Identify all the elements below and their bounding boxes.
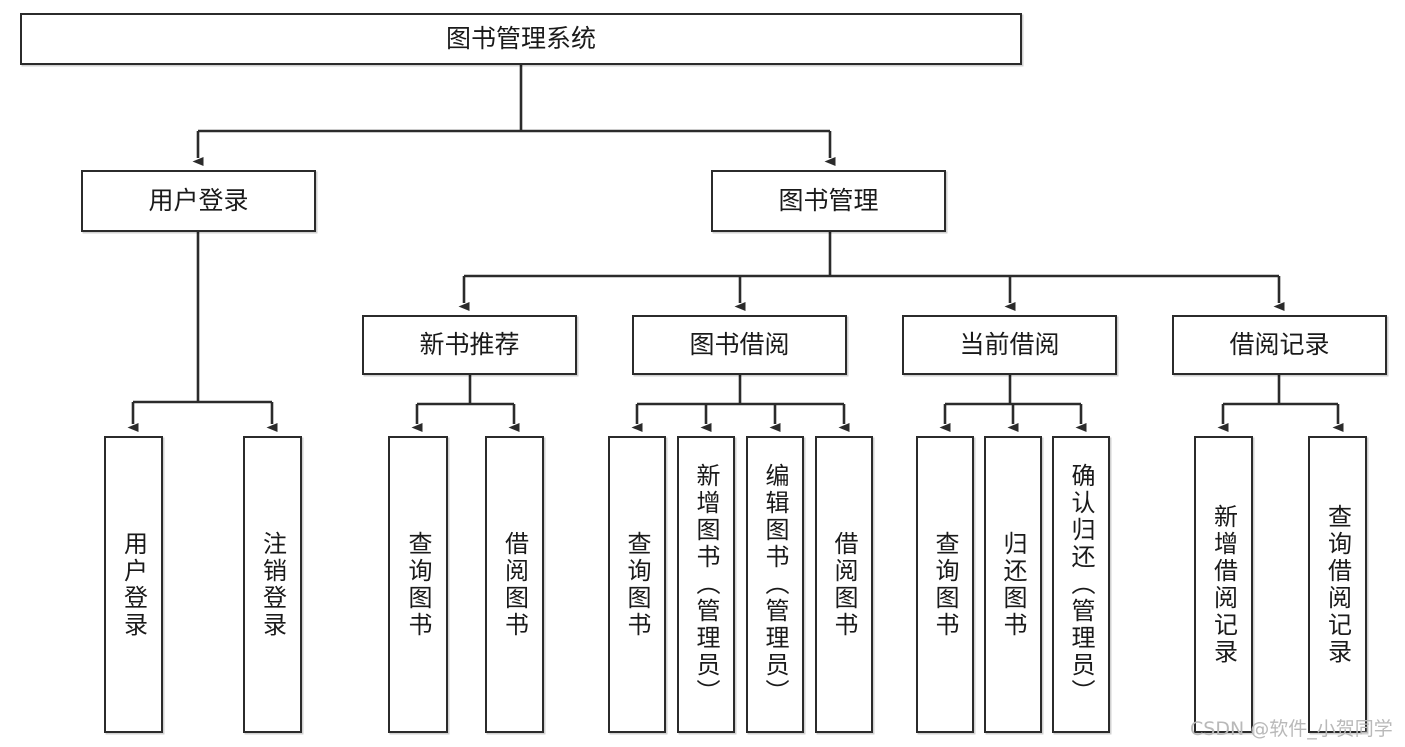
leaf-confirm-return-admin[interactable]: 确认归还（管理员） xyxy=(1052,436,1110,733)
leaf-query-borrow-record[interactable]: 查询借阅记录 xyxy=(1308,436,1367,733)
leaf-user-login[interactable]: 用户登录 xyxy=(104,436,163,733)
leaf-logout[interactable]: 注销登录 xyxy=(243,436,302,733)
node-book-borrow[interactable]: 图书借阅 xyxy=(632,315,847,375)
leaf-query-books-current[interactable]: 查询图书 xyxy=(916,436,974,733)
leaf-logout-label: 注销登录 xyxy=(258,530,287,639)
node-current-borrow[interactable]: 当前借阅 xyxy=(902,315,1117,375)
leaf-user-login-label: 用户登录 xyxy=(119,530,148,639)
node-book-management[interactable]: 图书管理 xyxy=(711,170,946,232)
leaf-add-borrow-record-label: 新增借阅记录 xyxy=(1209,503,1238,666)
leaf-query-books-borrow[interactable]: 查询图书 xyxy=(608,436,666,733)
node-borrow-records[interactable]: 借阅记录 xyxy=(1172,315,1387,375)
node-user-login[interactable]: 用户登录 xyxy=(81,170,316,232)
leaf-borrow-books-recommend[interactable]: 借阅图书 xyxy=(485,436,544,733)
leaf-edit-book-admin-label: 编辑图书（管理员） xyxy=(761,463,789,706)
node-new-book-recommend[interactable]: 新书推荐 xyxy=(362,315,577,375)
leaf-query-books-recommend-label: 查询图书 xyxy=(404,530,432,639)
leaf-query-books-borrow-label: 查询图书 xyxy=(623,530,651,639)
leaf-borrow-books-label: 借阅图书 xyxy=(830,530,858,639)
leaf-borrow-books[interactable]: 借阅图书 xyxy=(815,436,873,733)
leaf-query-books-current-label: 查询图书 xyxy=(931,530,959,639)
leaf-add-book-admin-label: 新增图书（管理员） xyxy=(692,463,720,706)
leaf-add-book-admin[interactable]: 新增图书（管理员） xyxy=(677,436,735,733)
node-book-borrow-label: 图书借阅 xyxy=(689,330,790,359)
watermark-text: CSDN @软件_小贺同学 xyxy=(1190,718,1393,740)
node-borrow-records-label: 借阅记录 xyxy=(1229,330,1330,359)
leaf-query-borrow-record-label: 查询借阅记录 xyxy=(1323,503,1352,666)
leaf-query-books-recommend[interactable]: 查询图书 xyxy=(388,436,448,733)
node-root[interactable]: 图书管理系统 xyxy=(20,13,1022,65)
node-user-login-label: 用户登录 xyxy=(148,186,249,215)
leaf-edit-book-admin[interactable]: 编辑图书（管理员） xyxy=(746,436,804,733)
node-root-label: 图书管理系统 xyxy=(445,24,596,53)
node-new-book-recommend-label: 新书推荐 xyxy=(419,330,520,359)
leaf-confirm-return-admin-label: 确认归还（管理员） xyxy=(1067,463,1095,706)
node-book-management-label: 图书管理 xyxy=(778,186,879,215)
node-current-borrow-label: 当前借阅 xyxy=(959,330,1060,359)
leaf-return-books[interactable]: 归还图书 xyxy=(984,436,1042,733)
leaf-return-books-label: 归还图书 xyxy=(999,530,1027,639)
leaf-borrow-books-recommend-label: 借阅图书 xyxy=(500,530,529,639)
leaf-add-borrow-record[interactable]: 新增借阅记录 xyxy=(1194,436,1253,733)
